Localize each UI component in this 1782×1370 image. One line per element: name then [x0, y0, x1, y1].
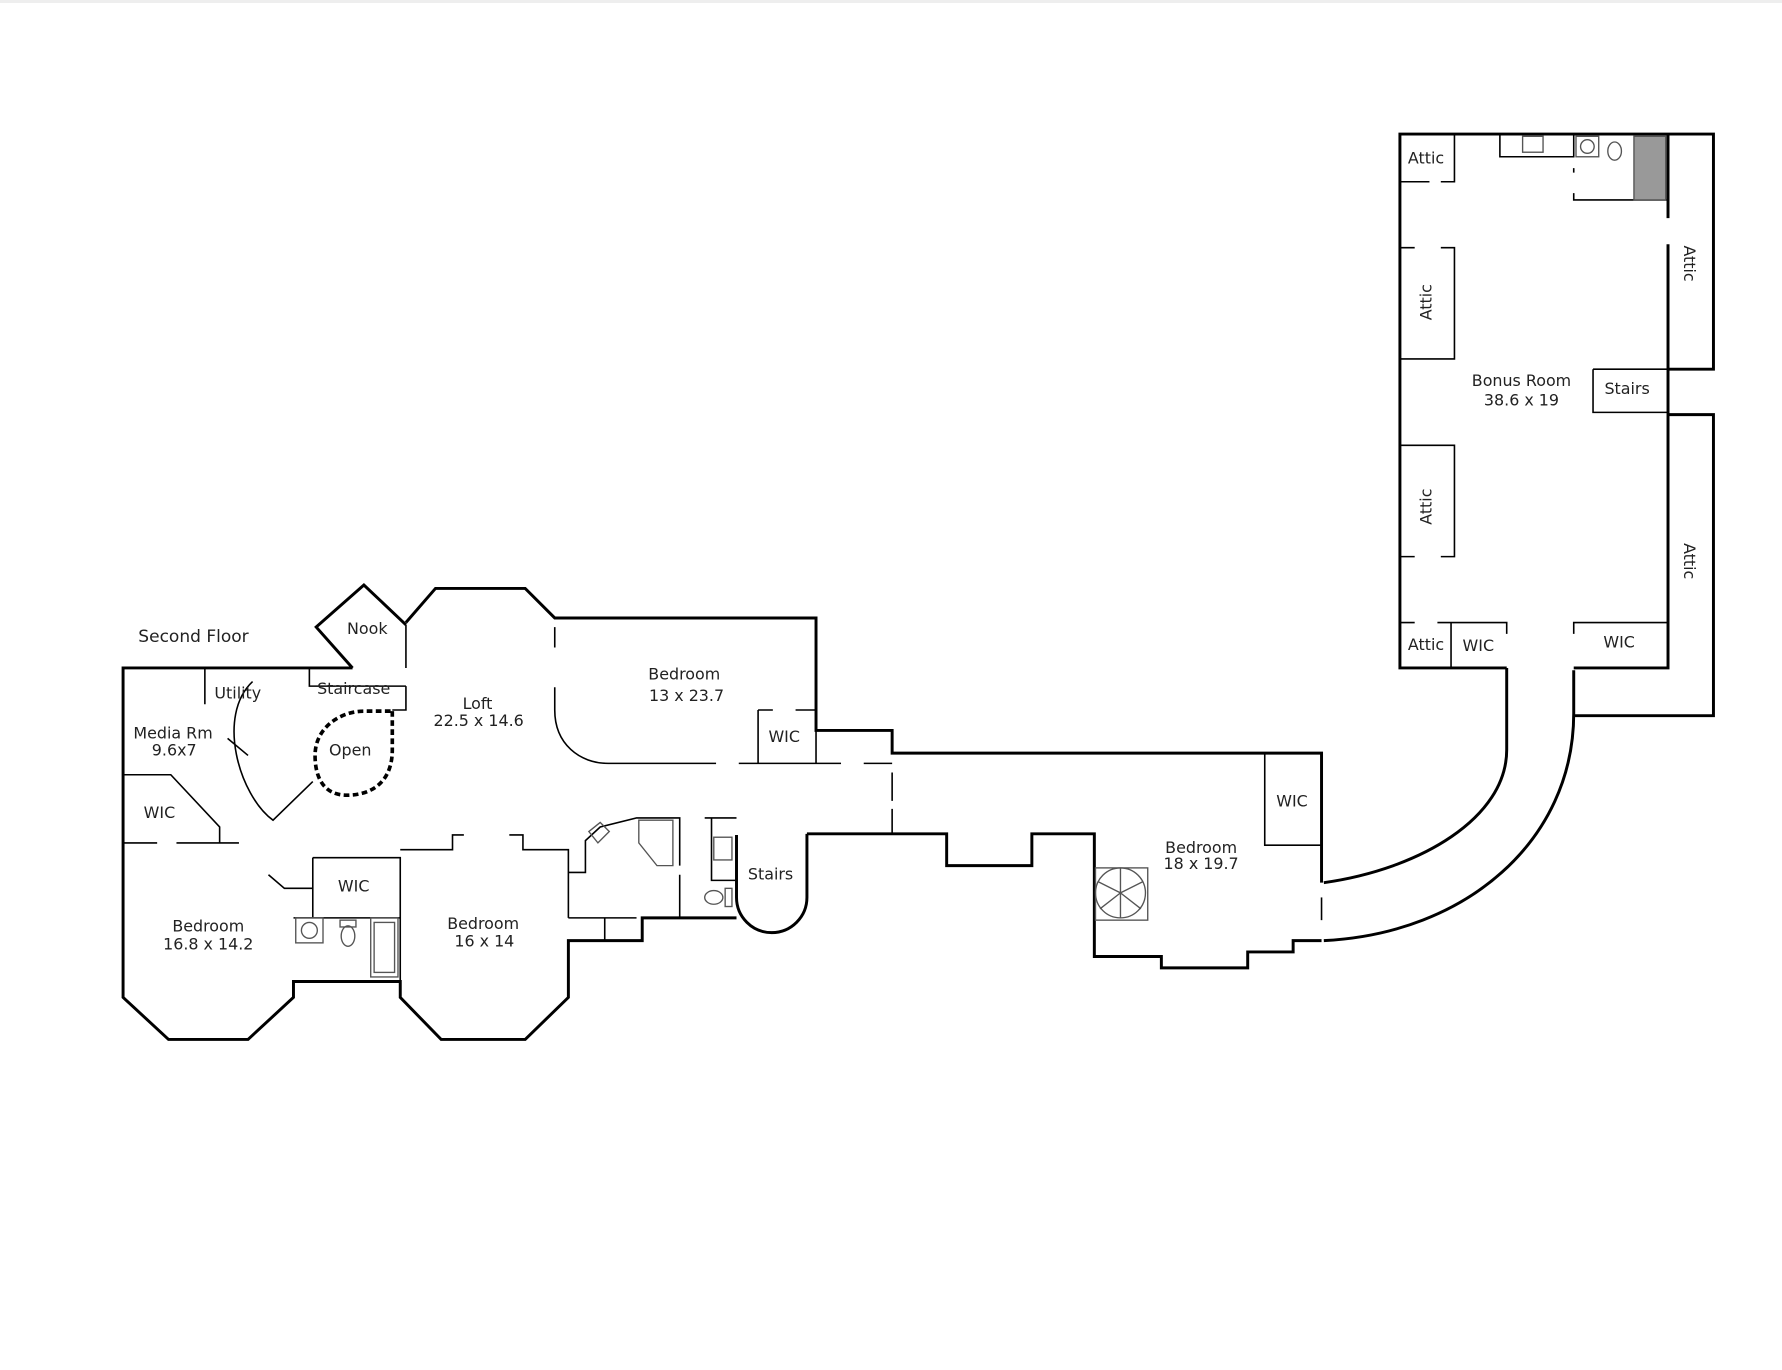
bonus-outer-wall [1398, 132, 1715, 670]
interior-walls [123, 134, 1669, 982]
label-bed2-dim: 16.8 x 14.2 [163, 935, 253, 954]
label-attic-r1: Attic [1680, 245, 1699, 281]
label-attic-l2: Attic [1417, 489, 1436, 525]
label-bed1-dim: 13 x 23.7 [649, 686, 724, 705]
label-loft-name: Loft [463, 694, 493, 713]
toilet-icon [340, 925, 356, 947]
stairs-round-wall [735, 833, 809, 935]
label-bed3-dim: 16 x 14 [454, 931, 514, 950]
sink-icon [295, 917, 324, 944]
label-bed1-name: Bedroom [648, 664, 720, 683]
label-stairs-main: Stairs [748, 864, 793, 883]
label-attic-l1: Attic [1417, 284, 1436, 320]
toilet-icon-2 [704, 889, 724, 905]
label-bed2-name: Bedroom [172, 917, 244, 936]
hallway-outer-curve [1323, 670, 1576, 943]
label-attic-r2: Attic [1680, 543, 1699, 579]
label-loft-dim: 22.5 x 14.6 [433, 711, 523, 730]
outer-wall-main [121, 666, 737, 1041]
corner-sink-icon [587, 821, 611, 844]
label-wic-bed4: WIC [1276, 792, 1308, 811]
sink-icon-3 [1521, 135, 1544, 153]
sink-icon-4 [1575, 135, 1600, 158]
bedroom4-bottom-wall [806, 832, 1322, 970]
toilet-icon-3 [1607, 141, 1623, 161]
label-bonus-stairs: Stairs [1604, 379, 1649, 398]
fixtures [295, 135, 1667, 978]
label-bonus-name: Bonus Room [1472, 371, 1571, 390]
nook-wall [314, 583, 407, 669]
label-bed4-dim: 18 x 19.7 [1164, 854, 1239, 873]
label-attic-bl: Attic [1408, 635, 1444, 654]
label-attic-tl: Attic [1408, 149, 1444, 168]
label-media-dim: 9.6x7 [152, 740, 197, 759]
loft-top-wall [404, 586, 1324, 883]
floor-title: Second Floor [138, 627, 248, 647]
label-wic1: WIC [768, 727, 800, 746]
top-border [0, 0, 1782, 3]
label-wic-center: WIC [338, 877, 370, 896]
label-wic-bonus-r: WIC [1603, 633, 1635, 652]
hallway-inner-curve [1323, 667, 1509, 885]
label-bed3-name: Bedroom [447, 914, 519, 933]
label-nook: Nook [347, 619, 388, 638]
corner-tub-icon [638, 819, 674, 867]
bonus-right-wall [1573, 413, 1715, 718]
bonus-inner-right [1573, 134, 1670, 670]
label-wic-media: WIC [144, 803, 176, 822]
sink-icon-2 [713, 836, 733, 861]
label-wic-bonus-l: WIC [1463, 636, 1495, 655]
label-bed4-name: Bedroom [1165, 838, 1237, 857]
label-bonus-dim: 38.6 x 19 [1484, 391, 1559, 410]
bathtub-icon [370, 917, 399, 978]
open-to-below-outline [313, 709, 395, 798]
label-open: Open [329, 740, 371, 759]
shower-icon [1633, 135, 1667, 201]
label-utility: Utility [214, 684, 261, 703]
label-media-name: Media Rm [133, 723, 212, 742]
label-staircase: Staircase [317, 679, 390, 698]
